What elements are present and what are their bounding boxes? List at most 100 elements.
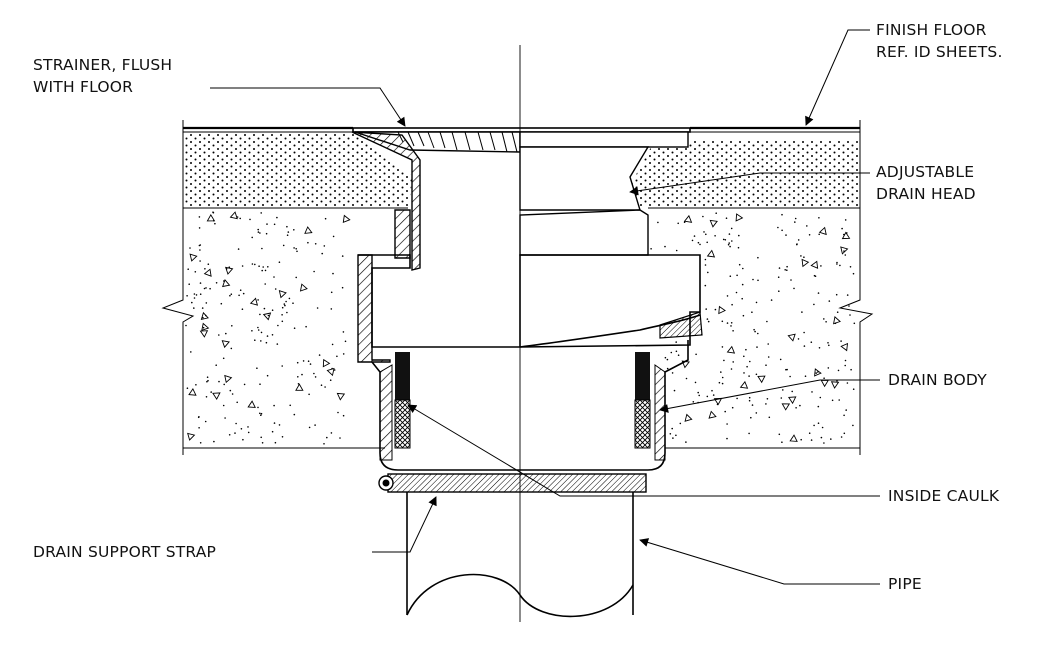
concrete-dot [242,292,245,295]
concrete-dot [754,330,756,333]
concrete-dot [225,332,227,335]
concrete-dot [726,437,728,440]
concrete-aggregate [706,249,716,258]
concrete-dot [224,417,226,419]
concrete-dot [330,432,333,434]
concrete-dot [786,368,788,371]
concrete-dot [302,360,305,362]
concrete-dot [707,320,710,323]
concrete-dot [838,399,840,401]
label-finish-floor-line2: REF. ID SHEETS. [876,43,1003,61]
concrete-aggregate [789,434,798,442]
concrete-dot [843,414,845,417]
concrete-dot [697,241,700,244]
concrete-dot [751,404,754,406]
concrete-dot [677,354,680,357]
label-strainer-line1: STRAINER, FLUSH [33,56,172,74]
concrete-aggregate [801,258,810,268]
concrete-aggregate [683,214,693,223]
concrete-dot [264,283,267,285]
concrete-dot [704,264,707,266]
concrete-dot [755,301,758,304]
concrete-dot [675,249,678,252]
concrete-dot [262,266,265,268]
concrete-aggregate [225,266,234,275]
concrete-dot [247,426,249,428]
concrete-dot [267,266,269,268]
concrete-dot [260,340,262,342]
concrete-dot [234,432,236,434]
concrete-dot [273,276,275,278]
concrete-dot [336,355,338,358]
concrete-dot [229,389,232,392]
concrete-dot [797,338,800,340]
concrete-dot [247,431,250,434]
concrete-dot [735,291,738,294]
concrete-aggregate [295,383,304,391]
concrete-dot [698,394,700,397]
concrete-dot [329,379,332,382]
concrete-dot [254,263,256,266]
concrete-dot [273,223,276,226]
concrete-dot [806,225,808,227]
concrete-dot [215,364,217,367]
concrete-aggregate [222,279,231,288]
concrete-dot [257,299,259,301]
concrete-dot [811,391,813,393]
concrete-dot [797,239,800,241]
concrete-dot [738,234,740,237]
concrete-dot [204,420,207,423]
concrete-dot [748,375,750,377]
concrete-dot [316,307,319,309]
concrete-dot [199,293,202,296]
concrete-dot [675,341,677,343]
concrete-dot [718,381,721,384]
concrete-dot [705,233,707,236]
concrete-dot [260,331,263,334]
concrete-dot [324,217,327,220]
concrete-dot [333,369,336,371]
concrete-dot [695,353,697,356]
concrete-dot [823,442,825,444]
concrete-dot [259,313,261,316]
leader-lines [210,29,880,585]
concrete-dot [194,271,197,273]
concrete-dot [261,247,263,250]
concrete-dot [721,320,724,323]
drain-support-strap [378,473,647,493]
concrete-dot [251,236,253,239]
concrete-dot [748,396,751,399]
concrete-dot [276,216,278,219]
concrete-dot [726,322,729,324]
concrete-dot [288,297,291,300]
concrete-dot [207,263,210,266]
concrete-dot [823,318,825,320]
concrete-dot [331,343,334,346]
concrete-dot [724,410,726,413]
concrete-aggregate [199,330,209,338]
concrete-dot [671,427,673,430]
concrete-aggregate [201,322,210,331]
concrete-dot [697,391,699,394]
concrete-dot [206,376,209,379]
concrete-dot [199,260,201,262]
concrete-dot [782,389,784,391]
concrete-dot [666,367,669,370]
concrete-dot [264,269,267,272]
concrete-aggregate [735,213,744,222]
concrete-dot [786,265,788,268]
concrete-dot [251,330,253,332]
concrete-dot [266,335,269,337]
concrete-dot [830,438,832,440]
concrete-dot [664,245,666,248]
concrete-dot [187,268,189,271]
concrete-aggregate [326,367,335,377]
concrete-dot [767,356,770,358]
label-support-strap: DRAIN SUPPORT STRAP [33,543,216,561]
concrete-dot [203,287,206,290]
concrete-aggregate [840,342,849,352]
concrete-dot [257,228,260,231]
concrete-dot [241,265,244,267]
concrete-dot [342,331,345,333]
concrete-dot [715,212,717,214]
